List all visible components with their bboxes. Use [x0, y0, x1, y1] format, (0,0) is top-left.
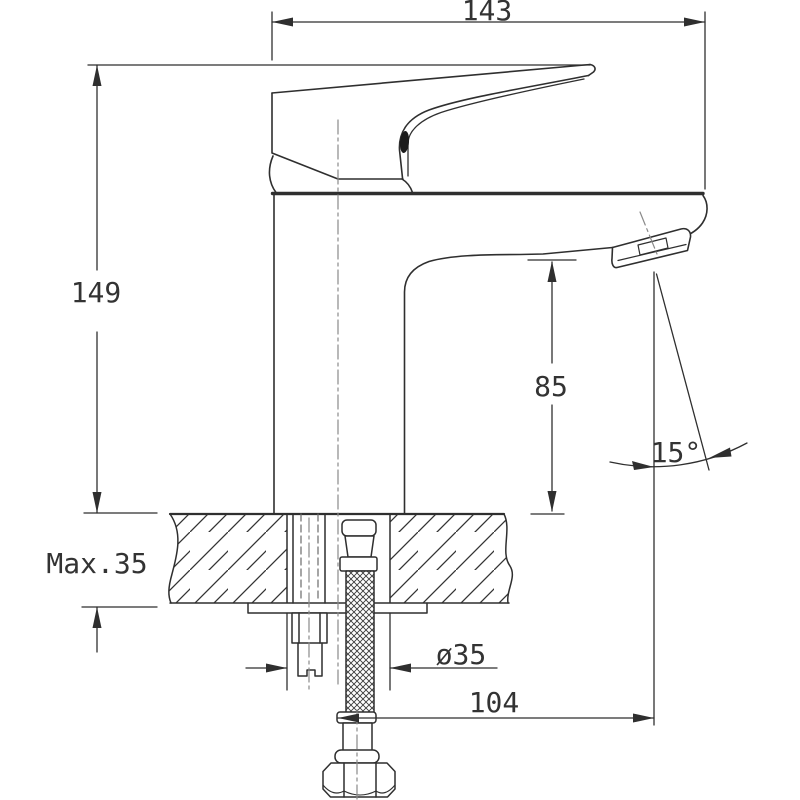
label-spout-height: 85	[534, 370, 568, 403]
faucet-body	[270, 191, 708, 514]
dim-85-arrow-bottom	[547, 491, 557, 512]
countertop-hatch-left	[168, 514, 287, 603]
dim-hole-diameter	[245, 612, 498, 691]
temperature-indicator-dot	[399, 131, 410, 153]
lever-tip	[587, 63, 596, 77]
dim-104-arrow-right	[633, 713, 654, 723]
countertop-section	[168, 512, 514, 604]
label-hole-diameter: ø35	[436, 638, 487, 671]
lever-top-edge	[271, 63, 591, 94]
dimension-labels: 143 149 Max.35 85 15° ø35 104	[46, 0, 701, 719]
supply-hose	[322, 519, 396, 798]
dim-max35-extension-lines	[81, 512, 158, 608]
countertop-hatch-right	[390, 514, 513, 603]
dim-total-height	[87, 64, 591, 514]
dim-104-arrow-left	[338, 713, 359, 723]
cartridge-dome-edges	[268, 155, 414, 194]
angle-arrow-right	[709, 447, 732, 458]
lever-underside	[398, 74, 590, 179]
hose-hex-nut-chamfer	[322, 784, 396, 796]
hose-taper	[344, 535, 375, 558]
dim-max35-arrow-bottom	[92, 607, 102, 628]
dim-143-arrow-right	[684, 17, 705, 27]
dim-spout-height	[527, 259, 577, 515]
dimensions	[81, 11, 748, 726]
stud-end	[297, 642, 323, 677]
dim-max-thickness	[81, 512, 158, 653]
dim-o35-arrow-left	[266, 663, 287, 673]
stud-thread-hidden-lines	[300, 513, 319, 603]
spout-aerator	[611, 227, 692, 269]
aerator-inner-detail	[637, 237, 669, 256]
dim-o35-extension-lines	[286, 612, 391, 691]
angle-slanted-line	[655, 273, 710, 471]
dim-overall-width	[271, 11, 706, 190]
dim-143-extension-lines	[271, 11, 706, 190]
dim-143-arrow-left	[272, 17, 293, 27]
dim-149-arrow-bottom	[92, 492, 102, 513]
faucet-handle	[268, 63, 596, 194]
dim-spout-angle	[609, 271, 748, 726]
label-spout-angle: 15°	[651, 436, 702, 469]
aerator-axis-centerline	[639, 211, 658, 255]
hose-braided-section	[345, 570, 375, 716]
label-overall-width: 143	[462, 0, 513, 27]
mounting-hole-edges	[286, 513, 391, 604]
countertop-break-edge-right	[503, 513, 514, 604]
stud-nut-facets	[298, 612, 321, 644]
dim-spout-reach	[337, 713, 655, 723]
label-total-height: 149	[71, 276, 122, 309]
centerlines	[308, 119, 658, 800]
dim-85-arrow-top	[547, 261, 557, 282]
countertop-break-edge-left	[168, 513, 179, 604]
hose-collar-2	[339, 556, 378, 572]
angle-arc	[609, 442, 748, 468]
label-spout-reach: 104	[469, 686, 520, 719]
body-right-edge-and-spout-underside	[403, 246, 614, 514]
stud-outline	[292, 513, 326, 604]
dim-85-extension-lines	[527, 259, 577, 515]
drawing-root: 143 149 Max.35 85 15° ø35 104	[46, 0, 748, 800]
handle-base	[271, 92, 404, 180]
label-max-deck-thickness: Max.35	[46, 547, 147, 580]
angle-arrow-left	[632, 461, 654, 470]
lever-inner-line	[407, 78, 585, 177]
dim-149-arrow-top	[92, 65, 102, 86]
hose-top-collar	[341, 519, 377, 537]
hose-hex-nut	[322, 762, 396, 798]
dim-o35-arrow-right	[390, 663, 411, 673]
